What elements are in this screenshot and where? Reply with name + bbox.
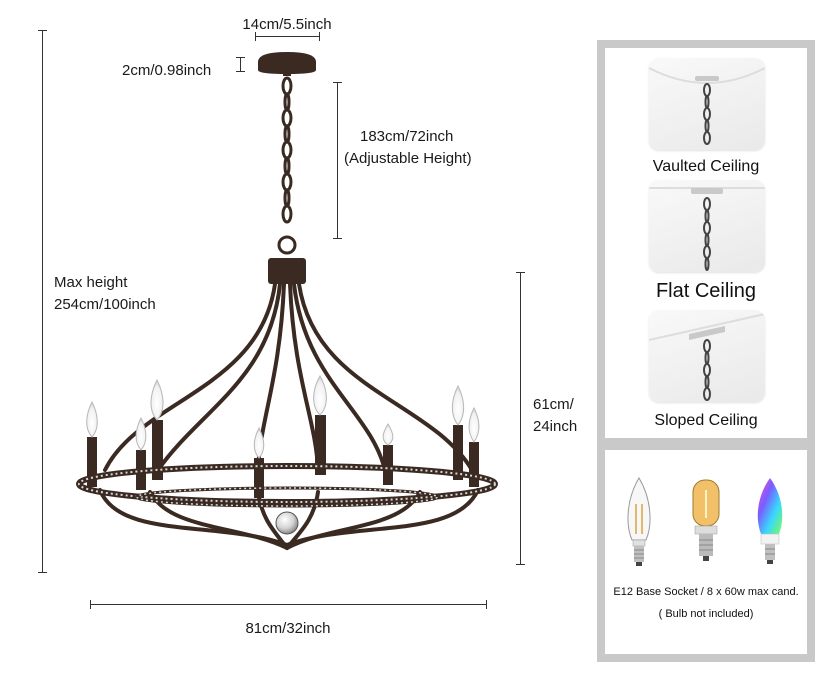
canopy-height-cap-top: [236, 57, 245, 58]
canopy-width-label: 14cm/5.5inch: [242, 16, 332, 33]
chain-length-cap-top: [333, 82, 342, 83]
canopy-width-cap-left: [255, 32, 256, 41]
vaulted-ceiling-card: [649, 58, 765, 150]
tubular-bulb-icon: [692, 479, 720, 561]
canopy: [258, 52, 316, 76]
sloped-ceiling-icon: [649, 313, 765, 401]
chain-length-cap-bottom: [333, 238, 342, 239]
canopy-height-line: [240, 57, 241, 71]
top-hub: [268, 258, 306, 284]
ceiling-types-section: Vaulted Ceiling Flat Ceiling: [605, 48, 807, 438]
crystal-ball: [275, 511, 299, 535]
canopy-height-cap-bottom: [236, 71, 245, 72]
max-height-value: 254cm/100inch: [54, 296, 156, 313]
canopy-height-label: 2cm/0.98inch: [122, 62, 212, 79]
sloped-ceiling-label: Sloped Ceiling: [654, 412, 758, 429]
chain-length-note: (Adjustable Height): [344, 150, 472, 167]
smart-rgb-bulb-icon: [757, 478, 783, 564]
body-height-label-2: 24inch: [533, 418, 578, 435]
candle-bulb-icon: [627, 477, 651, 566]
bulb-not-included-note: ( Bulb not included): [658, 608, 754, 620]
chain: [277, 76, 297, 255]
canopy-width-cap-right: [319, 32, 320, 41]
body-height-cap-top: [516, 272, 525, 273]
vaulted-ceiling-label: Vaulted Ceiling: [652, 158, 760, 175]
width-label: 81cm/32inch: [245, 620, 331, 637]
canopy-width-line: [255, 36, 319, 37]
vaulted-ceiling-icon: [649, 67, 765, 145]
crystal-ring: [76, 463, 498, 508]
bulb-socket-caption: E12 Base Socket / 8 x 60w max cand.: [613, 586, 799, 598]
chain-length-label: 183cm/72inch: [360, 128, 454, 145]
max-height-cap-top: [38, 30, 47, 31]
max-height-cap-bottom: [38, 572, 47, 573]
body-height-line: [520, 272, 521, 564]
flat-ceiling-card: [649, 180, 765, 272]
flat-ceiling-label: Flat Ceiling: [655, 280, 757, 302]
body-height-cap-bottom: [516, 564, 525, 565]
bulb-icons: [627, 477, 783, 566]
candle-bulbs: [86, 374, 480, 459]
flat-ceiling-icon: [649, 187, 765, 271]
sloped-ceiling-card: [649, 310, 765, 402]
body-height-label: 61cm/: [533, 396, 574, 413]
info-panel: Vaulted Ceiling Flat Ceiling: [597, 40, 815, 662]
width-line: [90, 604, 486, 605]
max-height-line: [42, 30, 43, 572]
width-cap-left: [90, 600, 91, 609]
bulbs-section: E12 Base Socket / 8 x 60w max cand. ( Bu…: [605, 450, 807, 654]
chain-length-line: [337, 82, 338, 238]
width-cap-right: [486, 600, 487, 609]
max-height-title: Max height: [54, 274, 128, 291]
